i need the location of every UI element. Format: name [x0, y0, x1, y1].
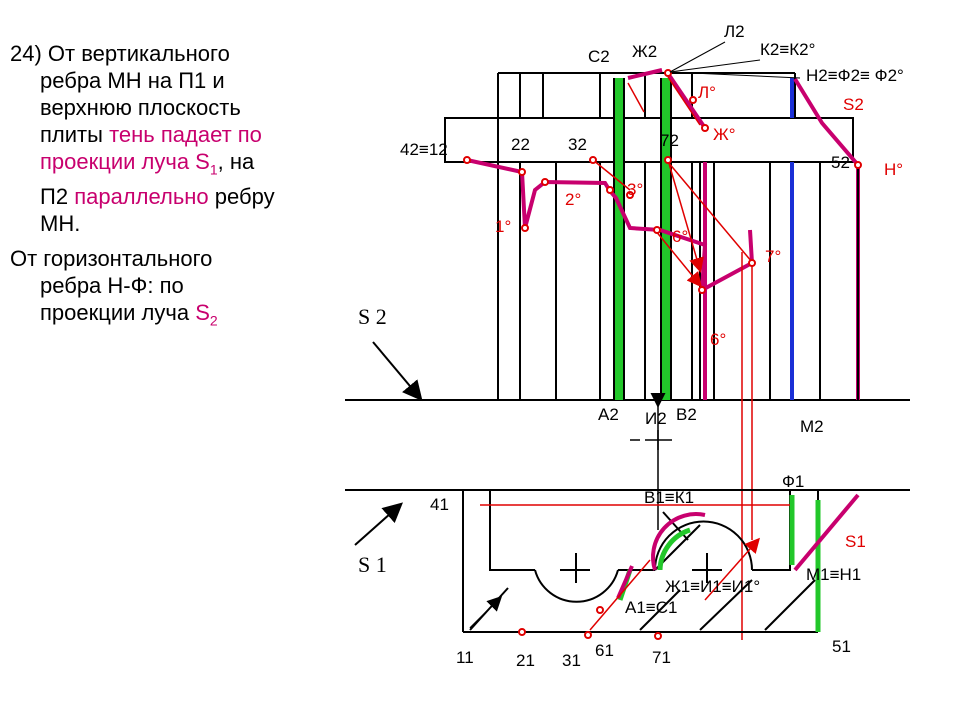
line-8: От горизонтального [10, 246, 213, 272]
label-a2: А2 [598, 405, 619, 424]
label-m2: М2 [800, 417, 824, 436]
label-v1k1: В1≡К1 [644, 488, 694, 507]
label-s2-left: S 2 [358, 304, 387, 329]
task-text: 24) От вертикального ребра МН на П1 и ве… [10, 40, 340, 343]
label-i2: И2 [645, 409, 667, 428]
label-1-deg: 1° [495, 217, 511, 236]
label-c2: С2 [588, 47, 610, 66]
highlight-ten: тень падает по [109, 122, 262, 147]
sub-2: 2 [209, 312, 218, 329]
points-top [463, 69, 862, 294]
label-n2: Н2≡Ф2≡ Ф2° [806, 66, 904, 85]
label-3-2: 32 [568, 135, 587, 154]
label-m1n1: М1≡Н1 [806, 565, 861, 584]
label-2-deg: 2° [565, 190, 581, 209]
highlight-s: S [195, 300, 210, 326]
label-7-deg: 7° [765, 247, 781, 266]
line-10: проекции луча S2 [10, 299, 340, 334]
line-2: ребра МН на П1 и [40, 68, 225, 93]
paragraph-2: От горизонтального ребра Н-Ф: по проекци… [10, 245, 340, 334]
label-3-1: 31 [562, 651, 581, 670]
label-2-1: 21 [516, 651, 535, 670]
label-l-deg: Л° [698, 83, 716, 102]
word-proekcii-lucha: проекции луча [40, 300, 190, 326]
line-9: ребра Н-Ф: по [40, 273, 184, 299]
slab [444, 117, 854, 163]
labels: Л2 Ж2 С2 К2≡К2° Н2≡Ф2≡ Ф2° S2 Л° Ж° 42≡1… [358, 22, 904, 670]
label-1-1: 11 [456, 648, 474, 667]
line-3: верхнюю плоскость [40, 95, 241, 120]
label-5-1: 51 [832, 637, 851, 656]
label-l2: Л2 [724, 22, 745, 41]
label-6-1: 61 [595, 641, 614, 660]
label-3-deg: 3° [627, 180, 643, 199]
highlight-proekcii: проекции луча S [40, 149, 210, 174]
line-4: плиты тень падает по [10, 121, 340, 148]
label-5-2: 52 [831, 153, 850, 172]
label-v2: В2 [676, 405, 697, 424]
label-zh-deg: Ж° [713, 125, 736, 144]
line-1: 24) От вертикального [10, 41, 230, 66]
s2-ray-arrow [372, 341, 423, 402]
label-2-2: 22 [511, 135, 530, 154]
shadow-contour-top [466, 68, 860, 400]
label-7-1: 71 [652, 648, 671, 667]
label-f1: Ф1 [782, 472, 804, 491]
label-zh1: Ж1≡И1≡И1° [665, 577, 760, 596]
label-s2: S2 [843, 95, 864, 114]
sub-1: 1 [209, 161, 218, 178]
line-6: П2 параллельно ребру [10, 183, 340, 210]
label-4-1: 41 [430, 495, 449, 514]
label-6-deg-a: 6° [672, 227, 688, 246]
word-na: , на [217, 149, 255, 174]
word-rebru: ребру [214, 184, 275, 210]
label-s1-left: S 1 [358, 552, 387, 577]
green-faces-top [614, 78, 671, 400]
light-rays-top [592, 76, 753, 640]
highlight-parallelno: параллельно [74, 184, 209, 210]
label-a1c1: А1≡С1 [625, 598, 677, 617]
label-4-2: 42≡12 [400, 140, 448, 159]
paragraph-1: 24) От вертикального ребра МН на П1 и ве… [10, 40, 340, 237]
line-7: МН. [40, 211, 81, 237]
label-s1: S1 [845, 532, 866, 551]
word-plity: плиты [40, 122, 103, 147]
line-5: проекции луча S1, на [10, 148, 340, 183]
label-k2: К2≡К2° [760, 40, 815, 59]
label-6-deg-b: 6° [710, 330, 726, 349]
s1-ray-arrow [354, 502, 403, 546]
label-zh2: Ж2 [632, 42, 657, 61]
frontal-view [345, 72, 910, 401]
label-n-deg: Н° [884, 160, 903, 179]
label-7-2: 72 [660, 131, 679, 150]
word-p2: П2 [40, 184, 69, 210]
